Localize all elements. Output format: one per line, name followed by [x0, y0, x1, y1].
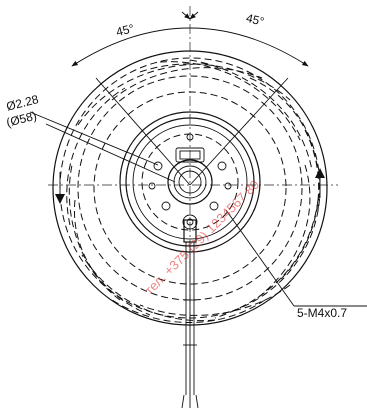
- cable-exit: [181, 219, 199, 408]
- angle-label-right: 45°: [245, 11, 266, 29]
- watermark: тел. +375 (29) 1234567 80: [142, 177, 263, 298]
- angle-dimension-arc: [71, 11, 309, 67]
- angle-label-left: 45°: [115, 21, 136, 39]
- thread-callout-label: 5-M4x0.7: [297, 306, 347, 320]
- leader-lines: [29, 111, 367, 307]
- mounting-holes: [148, 133, 232, 211]
- impeller-blades: [66, 59, 320, 323]
- angle-reference-lines: [95, 77, 289, 186]
- rotation-arrows: [55, 168, 325, 204]
